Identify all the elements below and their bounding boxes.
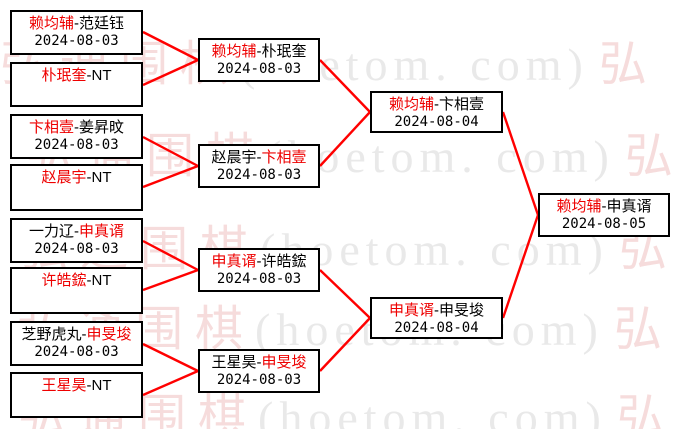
player-2: -许皓鋐: [256, 253, 307, 270]
player-2: -朴珉奎: [256, 43, 307, 60]
match-box-round2-4[interactable]: 王星昊-申旻埈 2024-08-03: [198, 349, 320, 393]
player-1: 申真谞: [388, 302, 434, 319]
match-players: 申真谞-许皓鋐: [200, 253, 318, 271]
match-box-round1-5[interactable]: 一力辽-申真谞 2024-08-03: [10, 218, 143, 263]
player-2: -NT: [86, 272, 112, 289]
bracket-connector-line: [142, 268, 199, 292]
match-box-round1-2[interactable]: 朴珉奎-NT: [10, 62, 143, 107]
match-box-round1-7[interactable]: 芝野虎丸-申旻埈 2024-08-03: [10, 321, 143, 366]
player-1: 赖均辅: [388, 96, 434, 113]
match-box-round2-1[interactable]: 赖均辅-朴珉奎 2024-08-03: [198, 38, 320, 82]
match-players: 王星昊-申旻埈: [200, 354, 318, 372]
match-players: 赖均辅-卞相壹: [372, 96, 501, 114]
match-date: 2024-08-03: [216, 167, 302, 183]
match-date: 2024-08-03: [34, 137, 119, 153]
match-box-semifinal-1[interactable]: 赖均辅-卞相壹 2024-08-04: [370, 91, 503, 133]
player-2: -姜昇旼: [74, 119, 124, 136]
match-box-round2-3[interactable]: 申真谞-许皓鋐 2024-08-03: [198, 248, 320, 292]
match-players: 赖均辅-朴珉奎: [200, 43, 318, 61]
match-players: 赖均辅-范廷钰: [12, 15, 141, 33]
match-players: 朴珉奎-NT: [12, 67, 141, 85]
player-2: -申旻埈: [434, 302, 484, 319]
bracket-connector-line: [142, 164, 199, 189]
bracket-connector-line: [501, 111, 540, 216]
bracket-connector-line: [142, 342, 199, 373]
match-players: 许皓鋐-NT: [12, 272, 141, 290]
player-2: -NT: [86, 169, 112, 186]
player-2: -申真谞: [601, 198, 652, 215]
player-1: 朴珉奎: [41, 67, 87, 84]
player-2: -NT: [86, 377, 112, 394]
match-date: 2024-08-03: [34, 344, 119, 360]
match-box-round1-3[interactable]: 卞相壹-姜昇旼 2024-08-03: [10, 114, 143, 159]
bracket-connector-line: [142, 239, 199, 272]
match-date: 2024-08-03: [216, 271, 302, 287]
bracket-connector-line: [501, 214, 540, 319]
match-box-round1-6[interactable]: 许皓鋐-NT: [10, 267, 143, 314]
bracket-connector-line: [319, 111, 371, 167]
bracket-connector-line: [319, 317, 371, 372]
match-date: 2024-08-03: [216, 61, 302, 77]
match-players: 芝野虎丸-申旻埈: [12, 326, 141, 344]
player-2: 卞相壹: [261, 149, 307, 166]
match-date: 2024-08-03: [34, 241, 119, 257]
player-1: 赖均辅: [28, 15, 74, 32]
player-1: 王星昊-: [211, 354, 262, 371]
player-1: 芝野虎丸-: [21, 326, 87, 343]
bracket-connector-line: [142, 58, 199, 87]
bracket-connector-line: [142, 135, 199, 168]
player-1: 许皓鋐: [41, 272, 87, 289]
bracket-connector-line: [142, 30, 199, 62]
player-2: -卞相壹: [434, 96, 484, 113]
player-2: -NT: [86, 67, 112, 84]
match-date: 2024-08-03: [34, 33, 119, 49]
player-1: 申真谞: [211, 253, 257, 270]
match-box-semifinal-2[interactable]: 申真谞-申旻埈 2024-08-04: [370, 297, 503, 339]
match-players: 卞相壹-姜昇旼: [12, 119, 141, 137]
match-box-round1-8[interactable]: 王星昊-NT: [10, 372, 143, 418]
bracket-connector-line: [319, 59, 371, 113]
match-date: 2024-08-03: [216, 372, 302, 388]
match-players: 赖均辅-申真谞: [540, 198, 668, 216]
player-1: 王星昊: [41, 377, 87, 394]
player-1: 赵晨宇: [41, 169, 87, 186]
match-players: 赵晨宇-卞相壹: [200, 149, 318, 167]
match-box-round1-4[interactable]: 赵晨宇-NT: [10, 164, 143, 211]
match-date: 2024-08-04: [394, 320, 479, 336]
match-players: 王星昊-NT: [12, 377, 141, 395]
match-players: 一力辽-申真谞: [12, 223, 141, 241]
player-1: 一力辽-: [28, 223, 79, 240]
player-1: 赵晨宇-: [211, 149, 262, 166]
bracket-connector-line: [319, 269, 371, 319]
player-1: 卞相壹: [28, 119, 74, 136]
bracket-connector-line: [142, 369, 199, 397]
player-1: 赖均辅: [211, 43, 257, 60]
match-players: 申真谞-申旻埈: [372, 302, 501, 320]
player-2: 申旻埈: [86, 326, 132, 343]
match-box-final[interactable]: 赖均辅-申真谞 2024-08-05: [538, 193, 670, 237]
player-2: -范廷钰: [74, 15, 124, 32]
match-players: 赵晨宇-NT: [12, 169, 141, 187]
match-date: 2024-08-05: [561, 216, 647, 232]
match-box-round1-1[interactable]: 赖均辅-范廷钰 2024-08-03: [10, 10, 143, 55]
player-2: 申旻埈: [261, 354, 307, 371]
match-date: 2024-08-04: [394, 114, 479, 130]
player-2: 申真谞: [78, 223, 124, 240]
match-box-round2-2[interactable]: 赵晨宇-卞相壹 2024-08-03: [198, 144, 320, 188]
player-1: 赖均辅: [556, 198, 602, 215]
